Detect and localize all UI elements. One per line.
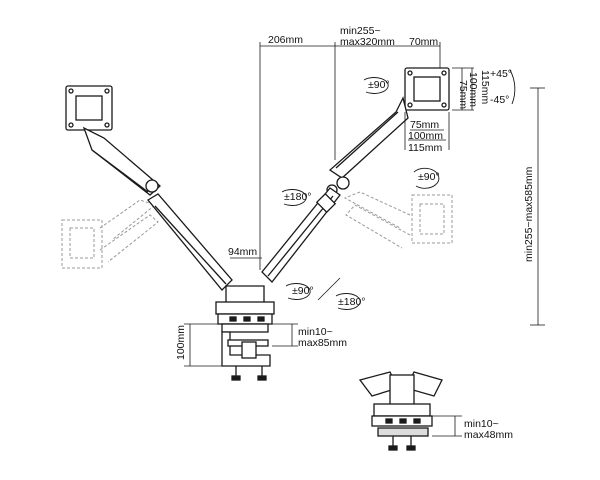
- center-pole: [225, 285, 265, 305]
- rot-base-90-label: ±90°: [292, 285, 314, 297]
- rot-elbow-left-label: ±180°: [284, 191, 311, 203]
- ghost-left-monitor-position: [61, 199, 159, 269]
- rotate-arrow-icon: [281, 189, 307, 206]
- dim-vesa-h-115: 115mm: [408, 142, 442, 154]
- pole-and-clamp: [215, 285, 275, 381]
- rotate-arrow-icon: [363, 77, 389, 94]
- dimension-lines: [184, 42, 545, 437]
- rotate-arrow-icon: [335, 293, 361, 310]
- dim-arm-reach: 206mm: [268, 34, 303, 46]
- dim-grommet-max: max48mm: [464, 429, 513, 441]
- grommet-mount-inset: [358, 371, 443, 451]
- left-arm: [65, 85, 233, 291]
- right-vesa-plate: [404, 67, 450, 111]
- rotation-arrows: [281, 69, 516, 310]
- dim-clamp-max: max85mm: [298, 337, 347, 349]
- left-vesa-plate: [65, 85, 113, 131]
- rotate-arrow-icon: [413, 167, 440, 189]
- dim-arm-min: min255~: [340, 25, 381, 37]
- left-lower-arm: [147, 193, 233, 291]
- dim-clamp-height: 100mm: [175, 325, 187, 360]
- tilt-arrow-icon: [509, 69, 516, 105]
- dim-vesa-115: 115mm: [479, 70, 491, 104]
- rot-base-180-label: ±180°: [338, 296, 365, 308]
- dim-vesa-top: 70mm: [409, 36, 438, 48]
- right-arm: [261, 67, 450, 283]
- rot-head-top-label: ±90°: [368, 79, 390, 91]
- rot-swivel-right-label: ±90°: [418, 171, 440, 183]
- desk-clamp-top: [221, 323, 269, 333]
- dim-grommet-min: min10~: [464, 418, 499, 430]
- tilt-up-label: +45°: [490, 68, 512, 80]
- dim-height-range: min255~max585mm: [523, 166, 535, 262]
- dim-arm-max: max320mm: [340, 36, 395, 48]
- dim-vesa-100: 100mm: [467, 72, 479, 107]
- tilt-down-label: -45°: [490, 94, 509, 106]
- rotate-arrow-icon: [285, 283, 311, 300]
- dim-vesa-h-100: 100mm: [408, 130, 443, 142]
- dim-pole-offset: 94mm: [228, 246, 257, 258]
- dim-vesa-h-75: 75mm: [410, 119, 439, 131]
- ghost-right-monitor-position: [343, 191, 453, 249]
- dim-vesa-75: 75mm: [457, 80, 469, 109]
- dim-clamp-min: min10~: [298, 326, 333, 338]
